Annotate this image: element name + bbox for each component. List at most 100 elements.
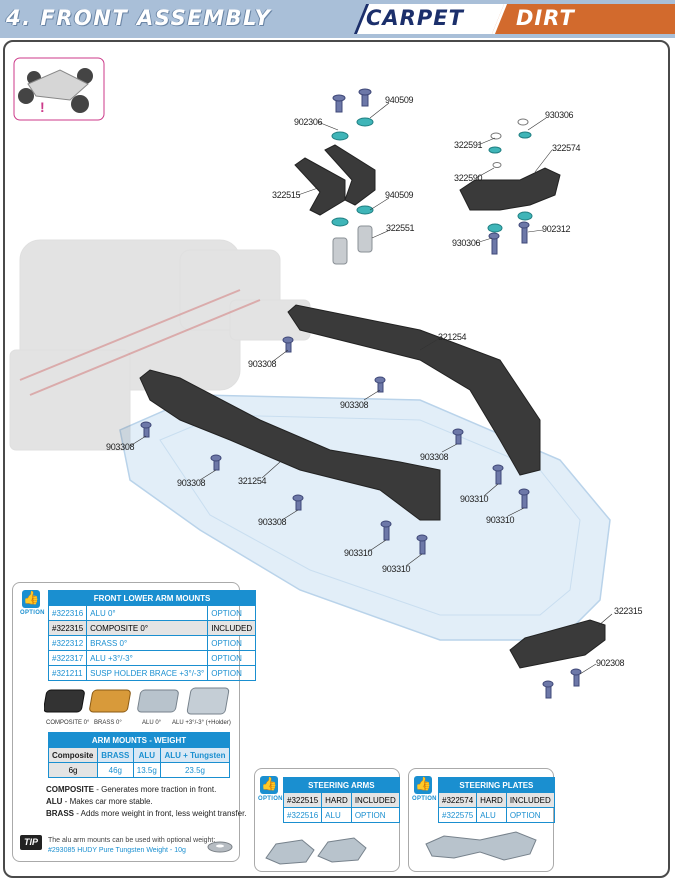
label-322551: 322551	[386, 223, 415, 233]
part-code: #322316	[47, 605, 88, 621]
part-code: #322317	[47, 650, 88, 666]
label-321254-left: 321254	[238, 476, 267, 486]
part-status: OPTION	[207, 665, 257, 681]
table-row: 6g 46g 13.5g 23.5g	[47, 762, 230, 778]
part-material: ALU	[321, 807, 352, 823]
thumbs-up-icon	[22, 590, 40, 608]
label-322590: 322590	[454, 173, 483, 183]
steering-plate-image	[425, 831, 537, 861]
option-word: OPTION	[412, 796, 437, 802]
steering-arms-image	[265, 837, 367, 865]
weight-header: BRASS	[97, 747, 134, 763]
part-status: OPTION	[207, 650, 257, 666]
note-text: - Adds more weight in front, less weight…	[74, 809, 247, 818]
thumbs-up-icon	[414, 776, 432, 794]
label-322315: 322315	[614, 606, 643, 616]
label-940509-mid: 940509	[385, 190, 414, 200]
page-title: 4. FRONT ASSEMBLY	[6, 6, 272, 30]
note-composite: COMPOSITE - Generates more traction in f…	[46, 784, 216, 796]
part-material: HARD	[321, 792, 352, 808]
label-903310-c: 903310	[344, 548, 373, 558]
note-alu: ALU - Makes car more stable.	[46, 796, 153, 808]
steering-plates-table: STEERING PLATES #322574 HARD INCLUDED #3…	[437, 777, 555, 823]
label-902312: 902312	[542, 224, 571, 234]
tungsten-weight-image	[207, 841, 233, 853]
caption-alu: ALU 0°	[142, 720, 162, 726]
arm-mounts-title: FRONT LOWER ARM MOUNTS	[47, 590, 257, 606]
part-status: INCLUDED	[207, 620, 257, 636]
thumbs-up-icon	[260, 776, 278, 794]
part-code: #322516	[282, 807, 323, 823]
table-row: #321211 SUSP HOLDER BRACE +3°/-3° OPTION	[47, 665, 257, 681]
part-code: #322575	[437, 807, 478, 823]
table-row: #322575 ALU OPTION	[437, 807, 555, 823]
label-321254-right: 321254	[438, 332, 467, 342]
label-903308-a: 903308	[248, 359, 277, 369]
caption-alu-holder: ALU +3°/-3° (+Holder)	[172, 720, 231, 726]
label-903310-b: 903310	[486, 515, 515, 525]
part-desc: ALU +3°/-3°	[86, 650, 209, 666]
label-903308-f: 903308	[258, 517, 287, 527]
note-brass: BRASS - Adds more weight in front, less …	[46, 808, 247, 820]
label-902308: 902308	[596, 658, 625, 668]
part-material: HARD	[476, 792, 507, 808]
table-row: #322516 ALU OPTION	[282, 807, 400, 823]
part-code: #322515	[282, 792, 323, 808]
part-code: #322574	[437, 792, 478, 808]
note-text: - Makes car more stable.	[62, 797, 153, 806]
table-row: #322315 COMPOSITE 0° INCLUDED	[47, 620, 257, 636]
note-label: BRASS	[46, 809, 75, 818]
label-903308-c: 903308	[106, 442, 135, 452]
part-code: #322315	[47, 620, 88, 636]
arm-mounts-weight-table: ARM MOUNTS - WEIGHT Composite BRASS ALU …	[47, 732, 230, 778]
label-930306-top: 930306	[545, 110, 574, 120]
label-903308-b: 903308	[340, 400, 369, 410]
label-903308-d: 903308	[420, 452, 449, 462]
weight-header: ALU + Tungsten	[160, 747, 230, 763]
table-row: Composite BRASS ALU ALU + Tungsten	[47, 747, 230, 763]
caption-composite: COMPOSITE 0°	[46, 720, 90, 726]
weight-value: 23.5g	[160, 762, 230, 778]
dirt-label: DIRT	[516, 6, 575, 30]
note-label: COMPOSITE	[46, 785, 95, 794]
caption-brass: BRASS 0°	[94, 720, 122, 726]
tip-text: The alu arm mounts can be used with opti…	[48, 836, 215, 856]
tip-line-1: The alu arm mounts can be used with opti…	[48, 837, 216, 844]
part-status: INCLUDED	[350, 792, 400, 808]
part-status: OPTION	[207, 635, 257, 651]
weight-title: ARM MOUNTS - WEIGHT	[48, 732, 230, 748]
steering-plates-title: STEERING PLATES	[438, 777, 555, 793]
label-940509-top: 940509	[385, 95, 414, 105]
part-status: INCLUDED	[505, 792, 555, 808]
label-903308-e: 903308	[177, 478, 206, 488]
note-label: ALU	[46, 797, 63, 806]
table-row: #322574 HARD INCLUDED	[437, 792, 555, 808]
label-322591: 322591	[454, 140, 483, 150]
label-322515: 322515	[272, 190, 301, 200]
weight-value: 13.5g	[132, 762, 162, 778]
option-word: OPTION	[258, 796, 283, 802]
part-desc: SUSP HOLDER BRACE +3°/-3°	[86, 665, 209, 681]
part-status: OPTION	[350, 807, 400, 823]
label-322574: 322574	[552, 143, 581, 153]
table-row: #322515 HARD INCLUDED	[282, 792, 400, 808]
table-row: #322312 BRASS 0° OPTION	[47, 635, 257, 651]
part-code: #321211	[47, 665, 88, 681]
steering-arms-table: STEERING ARMS #322515 HARD INCLUDED #322…	[282, 777, 400, 823]
part-desc: COMPOSITE 0°	[86, 620, 209, 636]
tip-line-2: #293085 HUDY Pure Tungsten Weight - 10g	[48, 847, 186, 854]
label-903310-a: 903310	[460, 494, 489, 504]
weight-value: 6g	[47, 762, 99, 778]
option-word: OPTION	[20, 610, 45, 616]
arm-mount-images	[44, 687, 230, 715]
carpet-label: CARPET	[366, 6, 464, 30]
label-902306: 902306	[294, 117, 323, 127]
part-desc: ALU 0°	[86, 605, 209, 621]
part-status: OPTION	[505, 807, 555, 823]
weight-header: ALU	[132, 747, 162, 763]
table-row: #322317 ALU +3°/-3° OPTION	[47, 650, 257, 666]
steering-arms-title: STEERING ARMS	[283, 777, 400, 793]
front-lower-arm-mounts-table: FRONT LOWER ARM MOUNTS #322316 ALU 0° OP…	[47, 590, 257, 681]
part-status: OPTION	[207, 605, 257, 621]
